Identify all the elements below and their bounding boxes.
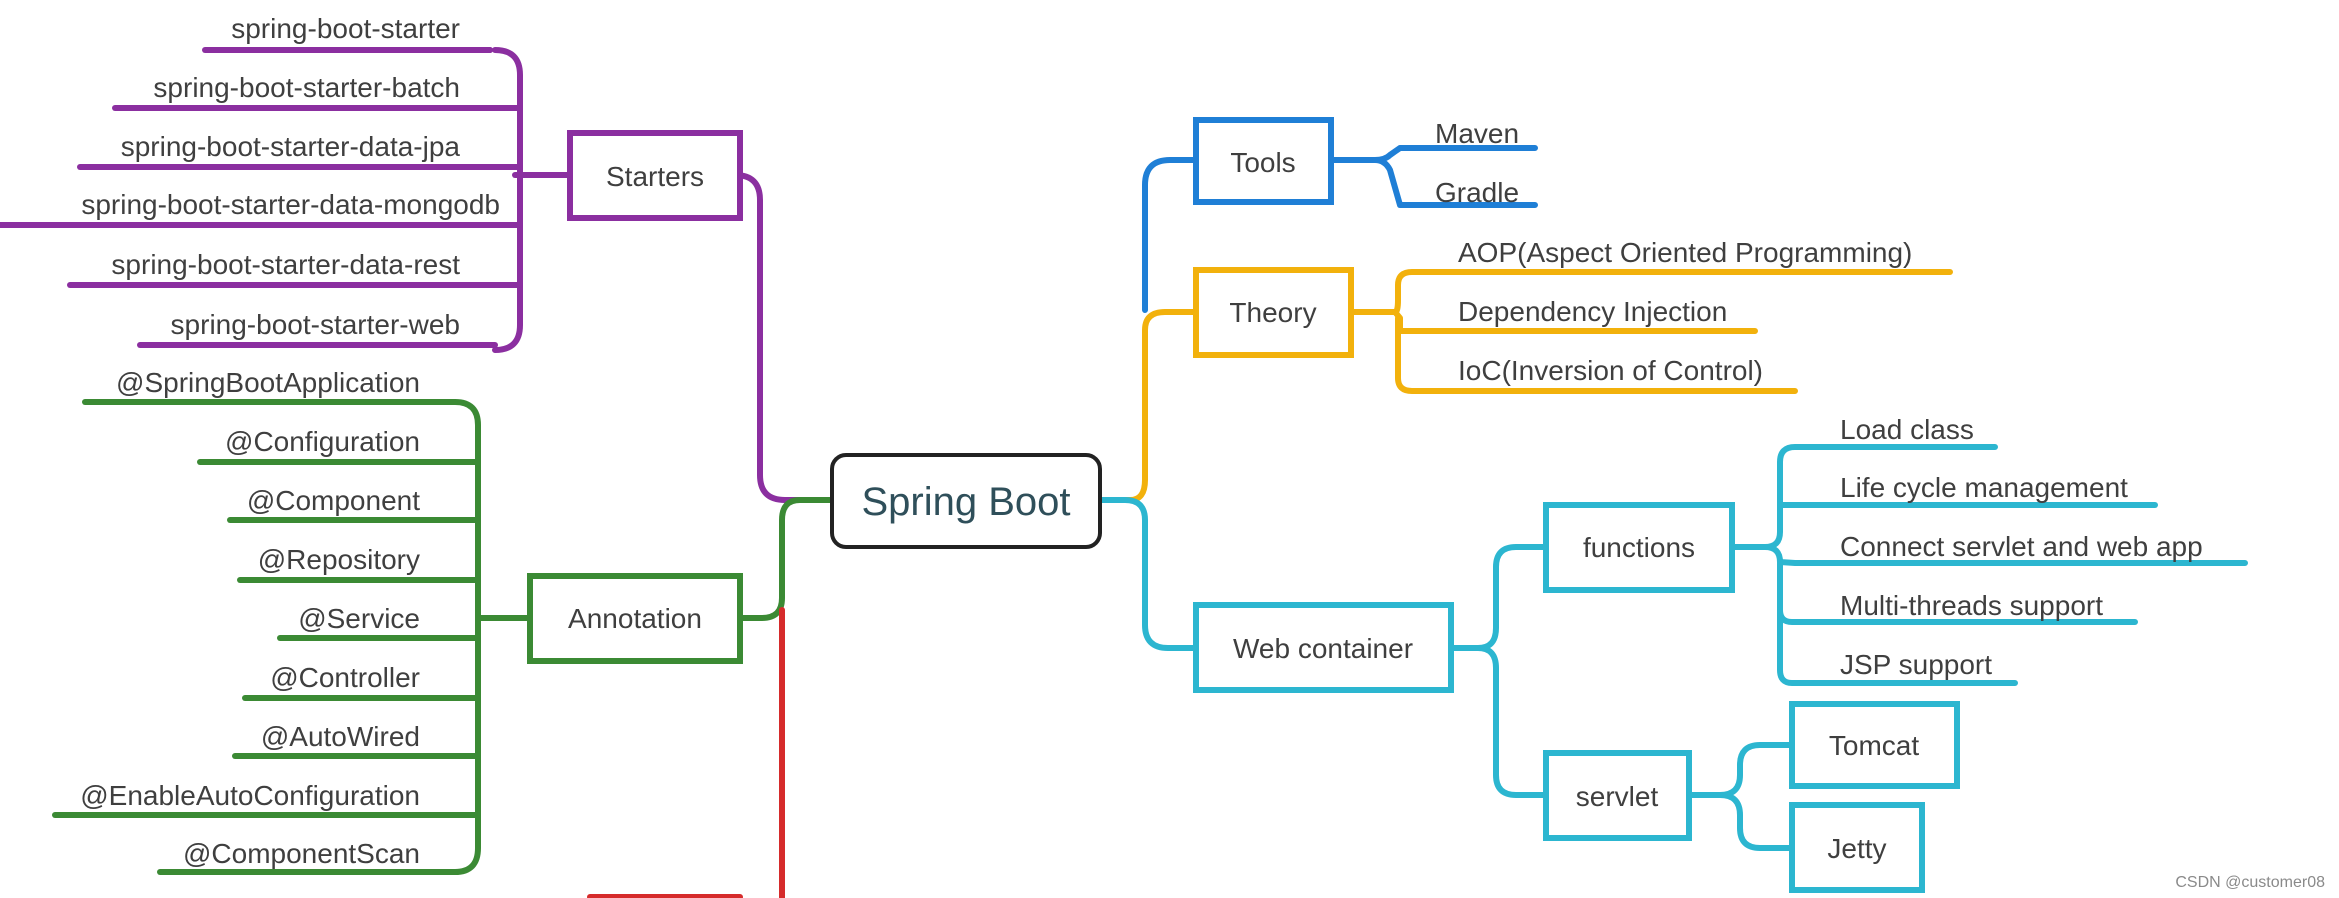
- theory-leaf: AOP(Aspect Oriented Programming): [1458, 237, 1912, 268]
- starters-node[interactable]: [567, 130, 743, 221]
- annotation-branch: [52, 399, 835, 875]
- starter-leaf: spring-boot-starter-batch: [153, 72, 460, 103]
- annotation-connector: [739, 497, 835, 621]
- functions-leaf: Load class: [1840, 414, 1974, 445]
- tools-label: Tools: [1230, 147, 1295, 178]
- starters-branch: [0, 47, 833, 503]
- starter-leaf: spring-boot-starter-web: [171, 309, 460, 340]
- functions-leaf: Multi-threads support: [1840, 590, 2103, 621]
- hidden-branch: [587, 607, 785, 898]
- annotation-leaf: @Controller: [270, 662, 420, 693]
- starters-leaves: spring-boot-starter spring-boot-starter-…: [81, 13, 500, 340]
- servlet-to-jetty: [1717, 792, 1793, 851]
- annotation-leaves: @SpringBootApplication @Configuration @C…: [80, 367, 420, 869]
- functions-leaf: Connect servlet and web app: [1840, 531, 2203, 562]
- annotation-leaf: @ComponentScan: [183, 838, 420, 869]
- annotation-leaf: @EnableAutoConfiguration: [80, 780, 420, 811]
- jetty-node[interactable]: [1789, 802, 1925, 893]
- tomcat-node[interactable]: [1789, 701, 1960, 789]
- tools-connector: [1142, 157, 1198, 313]
- tools-to-gradle: [1372, 157, 1538, 208]
- web-connector: [1097, 497, 1198, 651]
- annotation-leaf: @Configuration: [225, 426, 420, 457]
- starters-bracket: [492, 47, 523, 353]
- starter-leaf: spring-boot-starter-data-jpa: [121, 131, 461, 162]
- theory-leaf: IoC(Inversion of Control): [1458, 355, 1763, 386]
- annotation-leaf: @SpringBootApplication: [116, 367, 420, 398]
- watermark: CSDN @customer08: [2175, 874, 2325, 891]
- web-container-label: Web container: [1233, 633, 1413, 664]
- functions-leaf: Life cycle management: [1840, 472, 2128, 503]
- tools-node[interactable]: [1193, 117, 1334, 205]
- annotation-leaf: @Component: [247, 485, 420, 516]
- starter-leaf: spring-boot-starter: [231, 13, 460, 44]
- servlet-label: servlet: [1576, 781, 1659, 812]
- theory-label: Theory: [1229, 297, 1316, 328]
- theory-node[interactable]: [1193, 267, 1354, 358]
- theory-connector: [1097, 309, 1198, 503]
- root-label: Spring Boot: [861, 480, 1070, 524]
- starters-label: Starters: [606, 161, 704, 192]
- functions-label: functions: [1583, 532, 1695, 563]
- functions-to-jsp: [1777, 607, 2018, 686]
- functions-leaf: JSP support: [1840, 649, 1992, 680]
- tools-leaf: Gradle: [1435, 177, 1519, 208]
- annotation-leaf: @Repository: [258, 544, 420, 575]
- tools-leaf: Maven: [1435, 118, 1519, 149]
- functions-node[interactable]: [1543, 502, 1735, 593]
- annotation-label: Annotation: [568, 603, 702, 634]
- servlet-node[interactable]: [1543, 750, 1692, 841]
- starters-connector: [732, 172, 833, 503]
- web-container-node[interactable]: [1193, 602, 1454, 693]
- annotation-leaf: @Service: [298, 603, 420, 634]
- root-node[interactable]: [830, 453, 1102, 549]
- starter-leaf: spring-boot-starter-data-mongodb: [81, 189, 500, 220]
- tomcat-label: Tomcat: [1829, 730, 1919, 761]
- starter-leaf: spring-boot-starter-data-rest: [111, 249, 460, 280]
- servlet-to-tomcat: [1687, 742, 1793, 798]
- web-branch: [1097, 444, 2248, 851]
- annotation-node[interactable]: [527, 573, 743, 664]
- theory-leaf: Dependency Injection: [1458, 296, 1727, 327]
- tools-branch: [1142, 145, 1538, 313]
- tools-to-maven: [1329, 145, 1538, 163]
- web-to-servlet: [1475, 645, 1548, 798]
- theory-to-ioc: [1395, 315, 1798, 394]
- annotation-leaf: @AutoWired: [261, 721, 420, 752]
- jetty-label: Jetty: [1827, 833, 1886, 864]
- web-to-functions: [1449, 544, 1548, 651]
